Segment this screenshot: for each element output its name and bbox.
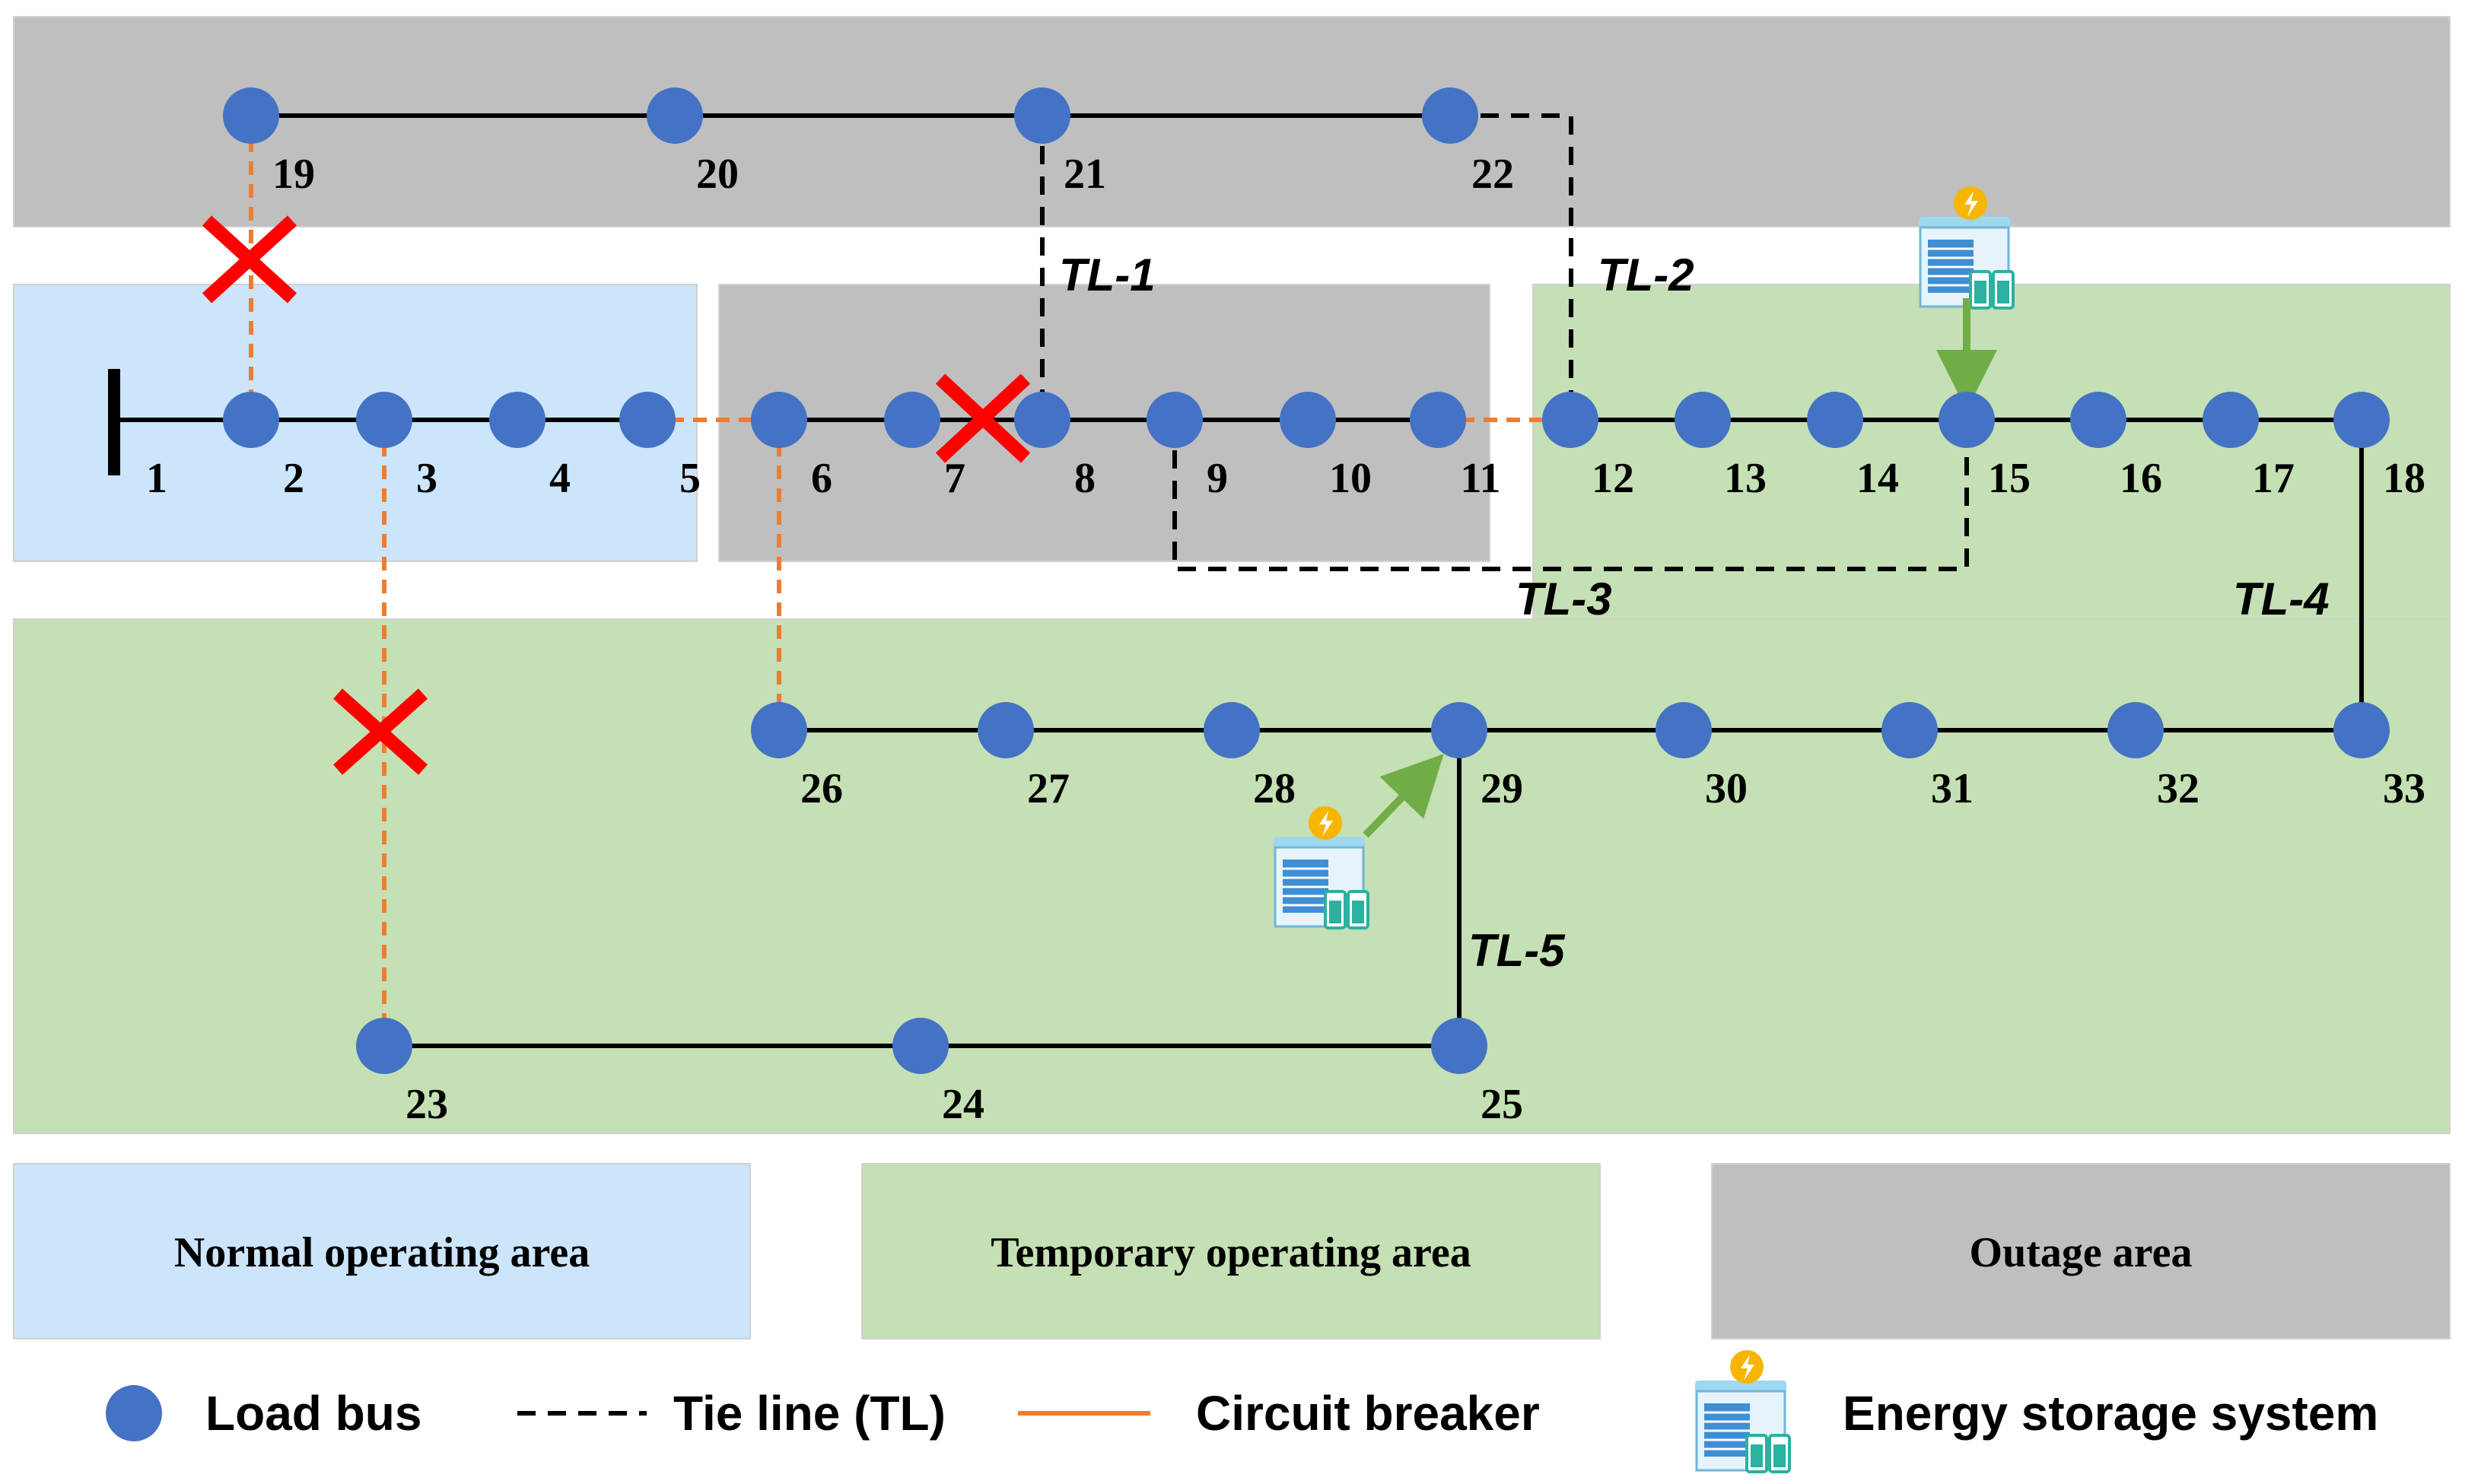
temporary-area-right [1532,284,2451,620]
bus-label-32: 32 [2157,765,2199,812]
legend-outage-box [1711,1163,2451,1339]
red-cross-icon-1 [202,215,297,303]
bus-label-4: 4 [549,455,571,502]
red-cross-icon-3 [333,688,428,775]
load-bus-25 [1431,1018,1487,1074]
load-bus-13 [1675,392,1731,448]
bus-label-21: 21 [1064,151,1106,198]
load-bus-17 [2203,392,2259,448]
load-bus-7 [884,392,940,448]
bus-label-22: 22 [1471,151,1514,198]
tl-3-line [1172,420,1969,571]
load-bus-26 [751,702,807,758]
bus-label-23: 23 [406,1081,448,1128]
load-bus-15 [1939,392,1995,448]
esd-arrow-2 [1363,754,1444,838]
load-bus-12 [1542,392,1598,448]
energy-storage-legend-icon [1694,1349,1791,1473]
bus-label-19: 19 [272,151,315,198]
load-bus-8 [1014,392,1070,448]
tl-3-label: TL-3 [1516,574,1612,624]
normal-area-label: Normal operating area [174,1229,590,1276]
bus-label-28: 28 [1253,765,1296,812]
load-bus-24 [892,1018,949,1074]
load-bus-2 [223,392,279,448]
load-bus-16 [2070,392,2126,448]
circuit-breaker-legend-label: Circuit breaker [1196,1386,1540,1441]
bus-label-33: 33 [2383,765,2425,812]
red-cross-icon-2 [935,373,1031,463]
load-bus-10 [1280,392,1336,448]
load-bus-23 [356,1018,412,1074]
bus-label-25: 25 [1481,1081,1523,1128]
tl-4-label: TL-4 [2233,574,2330,624]
load-bus-29 [1431,702,1487,758]
circuit-breaker-lines [249,116,1570,1046]
tl-5-label: TL-5 [1468,925,1566,976]
bus-label-14: 14 [1856,455,1899,502]
normal-operating-area [13,284,698,562]
bus-label-16: 16 [2120,455,2162,502]
load-bus-21 [1014,87,1070,144]
bus-label-13: 13 [1724,455,1767,502]
tl-2-label: TL-2 [1598,249,1694,300]
load-bus-6 [751,392,807,448]
load-bus-27 [978,702,1034,758]
bus-label-5: 5 [679,455,701,502]
load-bus-19 [223,87,279,144]
load-bus-3 [356,392,412,448]
tie-line-legend-label: Tie line (TL) [673,1386,946,1441]
bus-label-20: 20 [696,151,739,198]
outage-area-middle [718,284,1490,562]
load-bus-9 [1147,392,1203,448]
load-bus-14 [1807,392,1863,448]
load-bus-31 [1881,702,1938,758]
bus-label-24: 24 [942,1081,984,1128]
legend-normal-box [13,1163,751,1339]
tl-2-line [1450,113,1573,420]
bus-label-9: 9 [1207,455,1228,502]
tie-lines [1040,113,1969,571]
load-bus-5 [619,392,676,448]
outage-area-top [13,16,2451,227]
bus-label-27: 27 [1027,765,1070,812]
load-bus-legend-label: Load bus [205,1386,421,1441]
bus-label-12: 12 [1592,455,1634,502]
temporary-area-label: Temporary operating area [991,1229,1471,1276]
load-bus-legend-icon [106,1385,162,1441]
energy-storage-legend-label: Energy storage system [1843,1386,2378,1441]
load-bus-20 [647,87,703,144]
tl-1-label: TL-1 [1059,249,1156,300]
bus-label-30: 30 [1705,765,1748,812]
load-bus-18 [2333,392,2390,448]
load-bus-30 [1656,702,1712,758]
load-bus-4 [489,392,545,448]
bus-label-29: 29 [1481,765,1523,812]
bus-label-1: 1 [146,455,167,502]
legend-temporary-box [861,1163,1601,1339]
outage-area-label: Outage area [1970,1229,2193,1276]
load-bus-11 [1410,392,1466,448]
bus-label-17: 17 [2252,455,2295,502]
load-bus-22 [1422,87,1478,144]
bus-label-2: 2 [283,455,304,502]
bus-label-10: 10 [1329,455,1372,502]
bus-label-15: 15 [1988,455,2031,502]
load-bus-33 [2333,702,2390,758]
bus-label-7: 7 [944,455,965,502]
load-bus-32 [2107,702,2164,758]
bus-label-18: 18 [2383,455,2425,502]
load-bus-28 [1204,702,1260,758]
bus-label-26: 26 [800,765,843,812]
bus-label-8: 8 [1074,455,1096,502]
bus-label-6: 6 [811,455,832,502]
bus-label-31: 31 [1931,765,1974,812]
bus-label-3: 3 [416,455,437,502]
bus-label-11: 11 [1461,455,1501,502]
